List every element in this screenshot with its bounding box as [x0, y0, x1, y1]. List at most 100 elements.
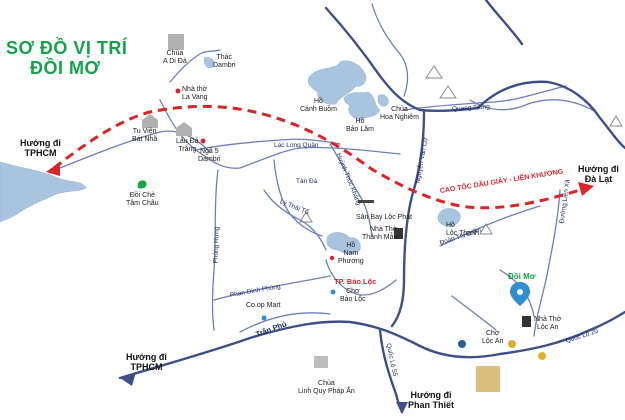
place-ho-locthanh-line2: Lộc Thanh — [446, 230, 479, 237]
place-doiche-line2: Tâm Châu — [126, 200, 159, 207]
place-laudatrang-line2: Trắng — [178, 146, 197, 153]
road-center-loop — [325, 259, 397, 296]
direction-dalat-line1: Hướng đi — [578, 164, 619, 174]
place-nga5-line2: Dambri — [198, 156, 221, 163]
road-nga5-west — [59, 130, 211, 169]
road-east-curve — [484, 0, 524, 46]
expressway-arrow-east — [578, 182, 594, 196]
house-icon-laudatrang — [176, 122, 192, 136]
water-bodies — [0, 57, 461, 254]
road-lien-xa — [533, 189, 561, 337]
place-ho-baolam-line1: Hồ — [355, 118, 365, 125]
direction-tphcm-bottom-line1: Hướng đi — [126, 352, 167, 362]
arrow-tphcm-bottom — [120, 372, 136, 386]
road-dambri-north — [169, 49, 221, 83]
place-ho-locthanh: Hồ Lộc Thanh — [446, 222, 479, 238]
main-roads — [118, 0, 625, 414]
place-doiche: Đồi Chè Tâm Châu — [126, 192, 159, 208]
road-south-cross — [239, 312, 331, 333]
doi-mo-pin-dot — [517, 289, 523, 295]
doi-mo-label: Đồi Mơ — [508, 272, 536, 281]
place-cho-locan-line2: Lộc An — [482, 338, 504, 345]
marker-nga5 — [200, 138, 206, 144]
market-icon-baoloc — [330, 289, 336, 295]
place-ho-namphuong: Hồ Nam Phương — [338, 242, 364, 266]
place-chua-linhquy: Chùa Linh Quy Pháp Ấn — [298, 380, 355, 396]
minor-roads — [59, 3, 597, 337]
triangle-icon-1 — [425, 65, 443, 79]
road-nguyen-van-cu — [390, 110, 426, 328]
place-laudatrang-line1: Lâu Đá — [176, 138, 199, 145]
place-ho-canhbuom: Hồ Cánh Buồm — [300, 98, 337, 114]
road-north-top — [371, 3, 409, 97]
market-icon-2 — [458, 340, 466, 348]
place-ho-namphuong-line3: Phương — [338, 258, 364, 265]
place-cho-locan-line1: Chợ — [485, 330, 500, 337]
church-icon-locan — [522, 316, 531, 327]
place-cho-locan: Chợ Lộc An — [482, 330, 503, 346]
place-chua-hoanghiem-line2: Hoa Nghiêm — [380, 114, 419, 121]
place-nhatho-locan-line1: Nhà Thờ — [534, 316, 562, 323]
place-ho-baolam-line2: Bảo Lâm — [346, 126, 375, 133]
lake-bao-lam — [343, 91, 381, 121]
brand-logo — [476, 366, 500, 392]
place-chua-linhquy-line1: Chùa — [318, 380, 335, 387]
lake-loc-thanh — [437, 208, 461, 227]
markers — [137, 34, 623, 392]
expressway-line — [53, 104, 581, 210]
direction-tphcm-bottom-line2: TPHCM — [130, 362, 163, 372]
place-ho-namphuong-line1: Hồ — [346, 242, 356, 249]
place-nga5-line1: Ngã 5 — [199, 148, 219, 155]
map-title-line2: ĐỒI MƠ — [30, 58, 101, 78]
road-ql20 — [118, 310, 625, 380]
place-ho-locthanh-line1: Hồ — [446, 222, 455, 229]
triangle-icon-5 — [609, 115, 623, 127]
road-phung-hung — [211, 169, 219, 331]
place-nga5: Ngã 5 Dambri — [198, 148, 221, 164]
market-icon-locan — [508, 340, 516, 348]
place-laudatrang: Lâu Đá Trắng — [176, 138, 199, 154]
direction-dalat-line2: Đà Lạt — [584, 174, 613, 184]
place-tuvien-batnha: Tu Viện Bát Nhã — [132, 128, 157, 144]
direction-phanthiet: Hướng đi Phan Thiết — [408, 390, 454, 410]
place-nhatho-thanhmau-line2: Thánh Mẫu — [362, 234, 398, 241]
map-title-line1: SƠ ĐỒ VỊ TRÍ — [6, 38, 128, 58]
place-doiche-line1: Đồi Chè — [129, 192, 155, 199]
house-icon-tuvien — [142, 114, 158, 128]
lake-hoa-nghiem — [377, 94, 389, 107]
lake-nam-phuong — [326, 232, 361, 254]
arrow-phan-thiet — [396, 402, 408, 414]
place-chua-hoanghiem: Chùa Hoa Nghiêm — [380, 106, 419, 122]
place-chua-linhquy-line2: Linh Quy Pháp Ấn — [298, 388, 355, 395]
place-ho-canhbuom-line1: Hồ — [314, 98, 323, 105]
lake-canh-buom — [308, 60, 367, 105]
place-coop: Co.op Mart — [246, 302, 281, 309]
pagoda-icon-linhquy — [314, 356, 328, 368]
road-huynh-thuc-khang — [329, 143, 373, 237]
place-ho-namphuong-line2: Nam — [343, 250, 359, 257]
city-label: TP. Bảo Lộc — [334, 277, 377, 286]
road-east-loop — [469, 99, 597, 113]
direction-tphcm-top-line1: Hướng đi — [20, 138, 61, 148]
coop-icon — [261, 315, 267, 321]
place-nhatho-thanhmau-line1: Nhà Thờ — [370, 226, 398, 233]
church-icon-thanhmau — [394, 228, 403, 239]
place-nhatho-lavang: Nhà thờ La Vang — [182, 86, 208, 102]
tea-icon — [137, 180, 147, 189]
airplane-icon — [358, 200, 374, 203]
place-nhatho-lavang-line2: La Vang — [182, 94, 208, 101]
expressway — [46, 104, 594, 210]
place-chua-adida: Chùa A Di Đà — [163, 50, 187, 66]
direction-arrows — [120, 372, 408, 414]
triangle-icon-2 — [439, 85, 457, 99]
market-icon-3 — [538, 352, 546, 360]
road-label-phung-hung: Phùng Hưng — [212, 226, 221, 264]
place-ho-baolam: Hồ Bảo Lâm — [346, 118, 374, 134]
marker-city — [329, 255, 335, 261]
road-label-lac-long-quan: Lạc Long Quân — [274, 142, 319, 149]
road-east-south — [451, 295, 497, 331]
triangle-icon-3 — [299, 211, 313, 223]
road-lac-long-quan — [195, 138, 341, 151]
place-thac-dambri-line1: Thác — [216, 54, 233, 61]
